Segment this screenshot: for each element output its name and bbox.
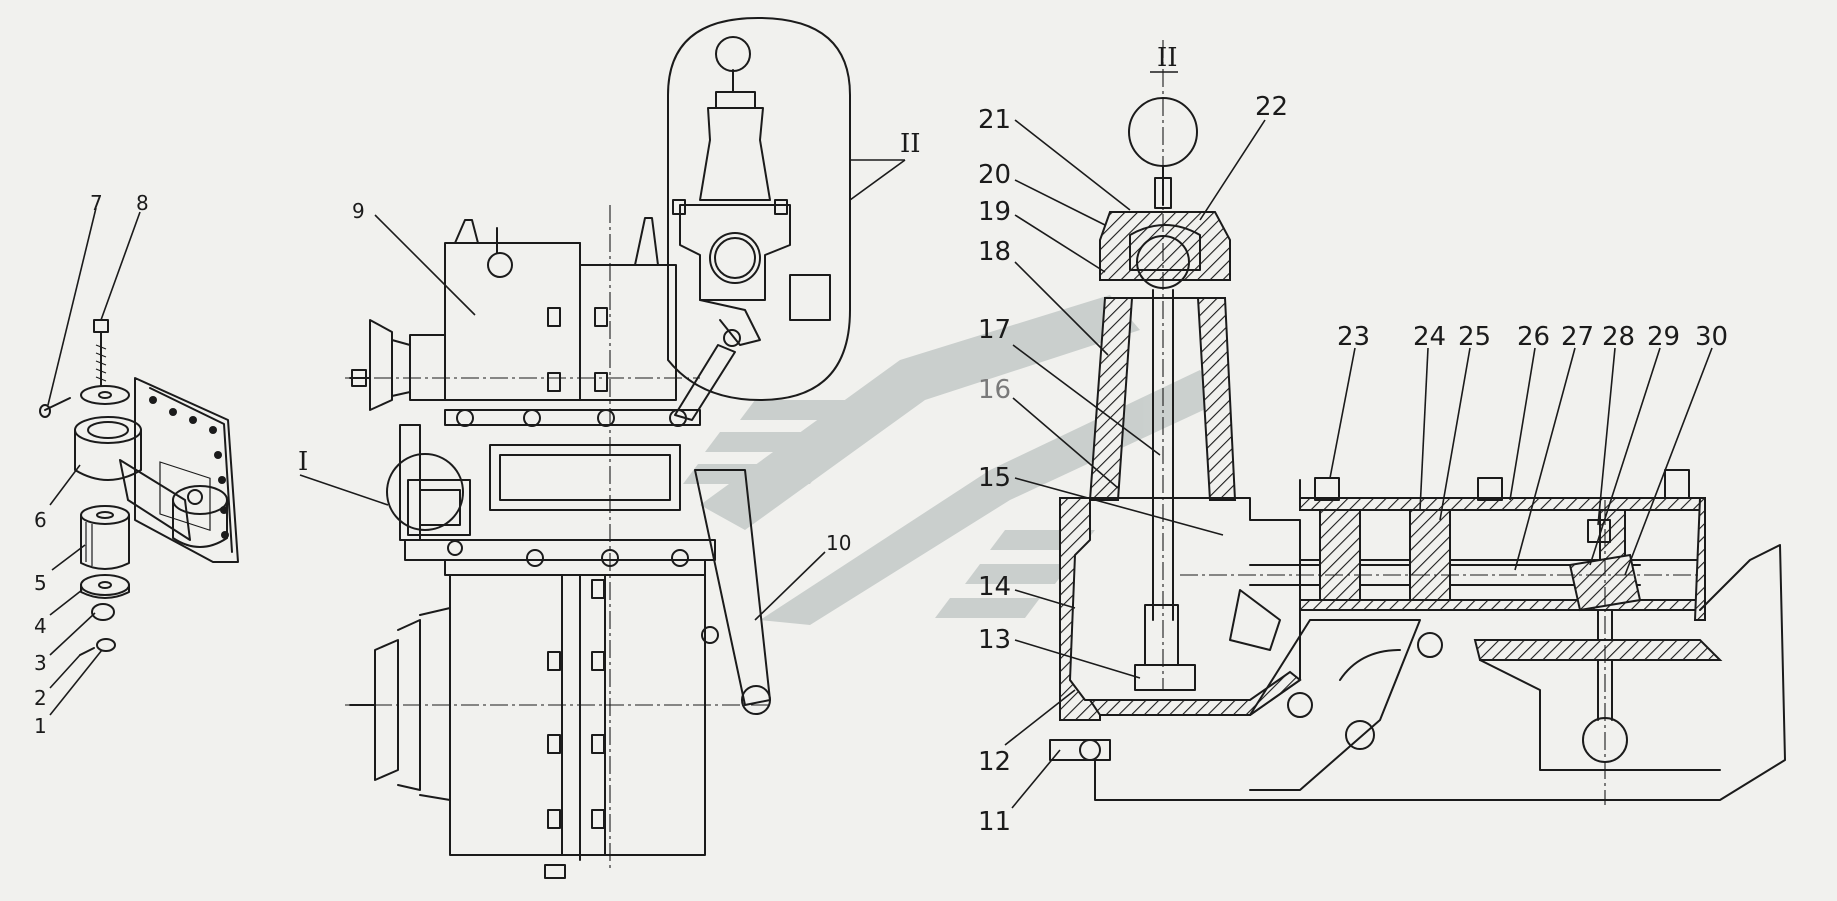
label-22: 22: [1255, 92, 1288, 122]
label-28: 28: [1602, 322, 1635, 352]
label-27: 27: [1561, 322, 1594, 352]
label-24: 24: [1413, 322, 1446, 352]
label-3: 3: [34, 651, 47, 675]
label-11: 11: [978, 807, 1011, 837]
label-9: 9: [352, 199, 365, 223]
label-15: 15: [978, 463, 1011, 493]
label-4: 4: [34, 614, 47, 638]
leader-lines: [47, 119, 1713, 809]
gearbox-side-view: [345, 17, 851, 879]
callout-labels: 7 8 6 5 4 3 2 1 9 10 I II II 21 22 20 19…: [34, 43, 1728, 837]
label-19: 19: [978, 197, 1011, 227]
watermark-logo-icon: [683, 295, 1225, 625]
label-21: 21: [978, 105, 1011, 135]
label-14: 14: [978, 572, 1011, 602]
label-7: 7: [90, 191, 103, 215]
detail-marker-one: I: [298, 447, 308, 477]
label-13: 13: [978, 625, 1011, 655]
label-23: 23: [1337, 322, 1370, 352]
detail-marker-two: II: [900, 129, 921, 159]
label-12: 12: [978, 747, 1011, 777]
label-16: 16: [978, 375, 1011, 405]
label-20: 20: [978, 160, 1011, 190]
label-6: 6: [34, 508, 47, 532]
label-25: 25: [1458, 322, 1491, 352]
label-10: 10: [826, 531, 851, 555]
label-1: 1: [34, 714, 47, 738]
label-8: 8: [136, 191, 149, 215]
label-18: 18: [978, 237, 1011, 267]
label-26: 26: [1517, 322, 1550, 352]
label-2: 2: [34, 686, 47, 710]
label-29: 29: [1647, 322, 1680, 352]
label-30: 30: [1695, 322, 1728, 352]
label-17: 17: [978, 315, 1011, 345]
label-5: 5: [34, 571, 47, 595]
mount-assembly: [39, 319, 239, 656]
section-marker-two: II: [1157, 43, 1178, 73]
